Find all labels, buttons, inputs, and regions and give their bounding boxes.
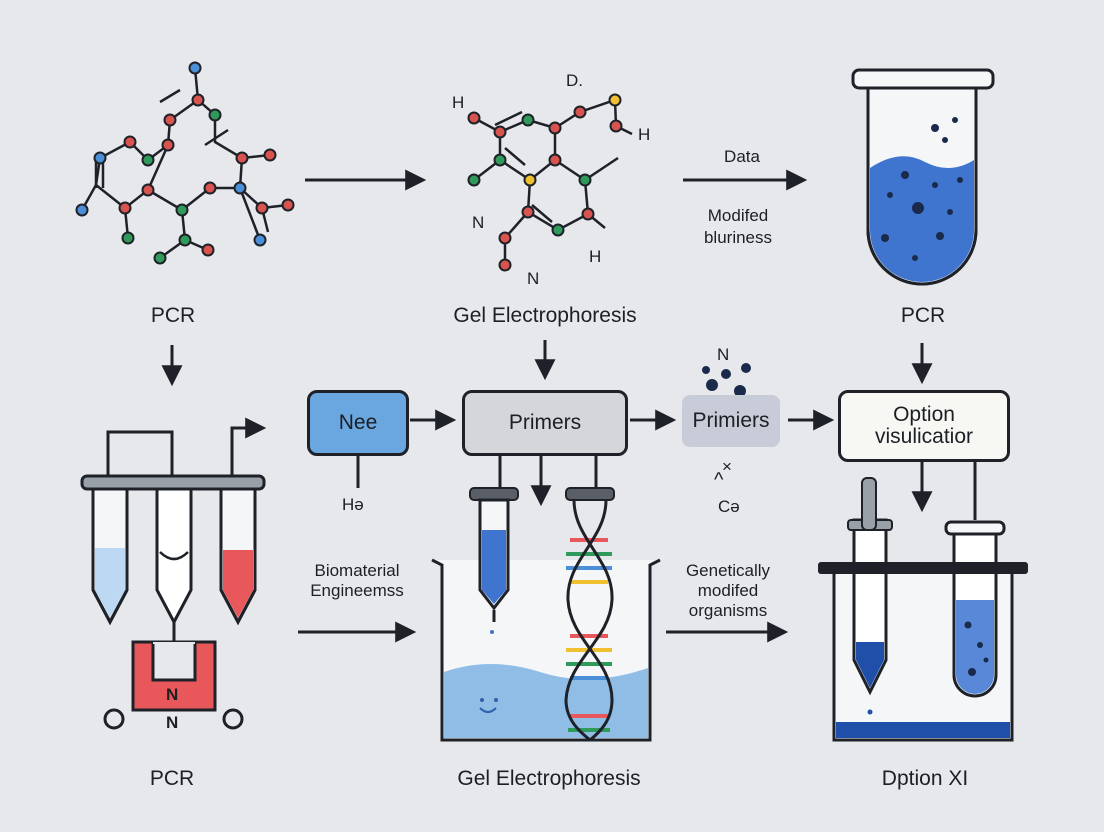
atom-label-d: D. [566,71,583,90]
box-primers-label: Primers [508,411,582,434]
box-primiers-label: Primiers [692,409,770,432]
arrow-text-genetically: Genetically [685,561,771,580]
annotation-caret: ^ [714,469,724,491]
arrow-text-organisms: organisms [688,601,768,620]
atom-label-h1: H [452,93,465,112]
label-bottom-right: Dption XI [881,767,969,790]
molecule-1-icon [80,67,289,260]
box-primers: Primers [462,390,628,456]
arrow-text-data: Data [724,147,760,166]
label-bottom-center: Gel Electrophoresis [457,767,641,790]
annotation-n-top: N [717,345,730,364]
arrow-text-modifed-2: modifed [697,581,759,600]
atom-label-h2: H [638,125,651,144]
container-tubes-icon [818,477,1028,742]
label-top-left: PCR [150,304,196,327]
box-primiers: Primiers [682,395,780,447]
box-nee-label: Nee [338,411,378,434]
box-option-line2: visulicatior [874,425,974,448]
box-option-visualization: Option visulicatior [838,390,1010,462]
test-tube-icon [851,68,995,286]
label-bottom-left: PCR [149,767,195,790]
box-nee: Nee [307,390,409,456]
tube-rack-icon [80,426,266,626]
annotation-x-mark: × [722,457,732,476]
label-top-right: PCR [900,304,946,327]
magnet-label-n1: N [166,685,179,704]
arrow-text-engineemss: Engineemss [310,581,404,600]
atom-label-n2: N [527,269,540,288]
atom-label-n1: N [472,213,485,232]
beaker-dna-icon [431,487,661,742]
label-top-center: Gel Electrophoresis [453,304,637,327]
annotation-h9: Hə [342,495,364,514]
particle-dots [702,363,751,397]
arrow-text-modifed: Modifed [707,206,769,225]
box-option-line1: Option [893,403,955,426]
atom-label-h3: H [589,247,602,266]
arrow-text-bluriness: bluriness [703,228,773,247]
magnet-icon [103,640,244,730]
annotation-c9: Cə [718,497,740,516]
molecule-1-atoms [75,61,295,265]
arrow-text-biomaterial: Biomaterial [314,561,400,580]
molecule-2-atoms [467,93,623,272]
magnet-label-n2: N [166,713,179,732]
